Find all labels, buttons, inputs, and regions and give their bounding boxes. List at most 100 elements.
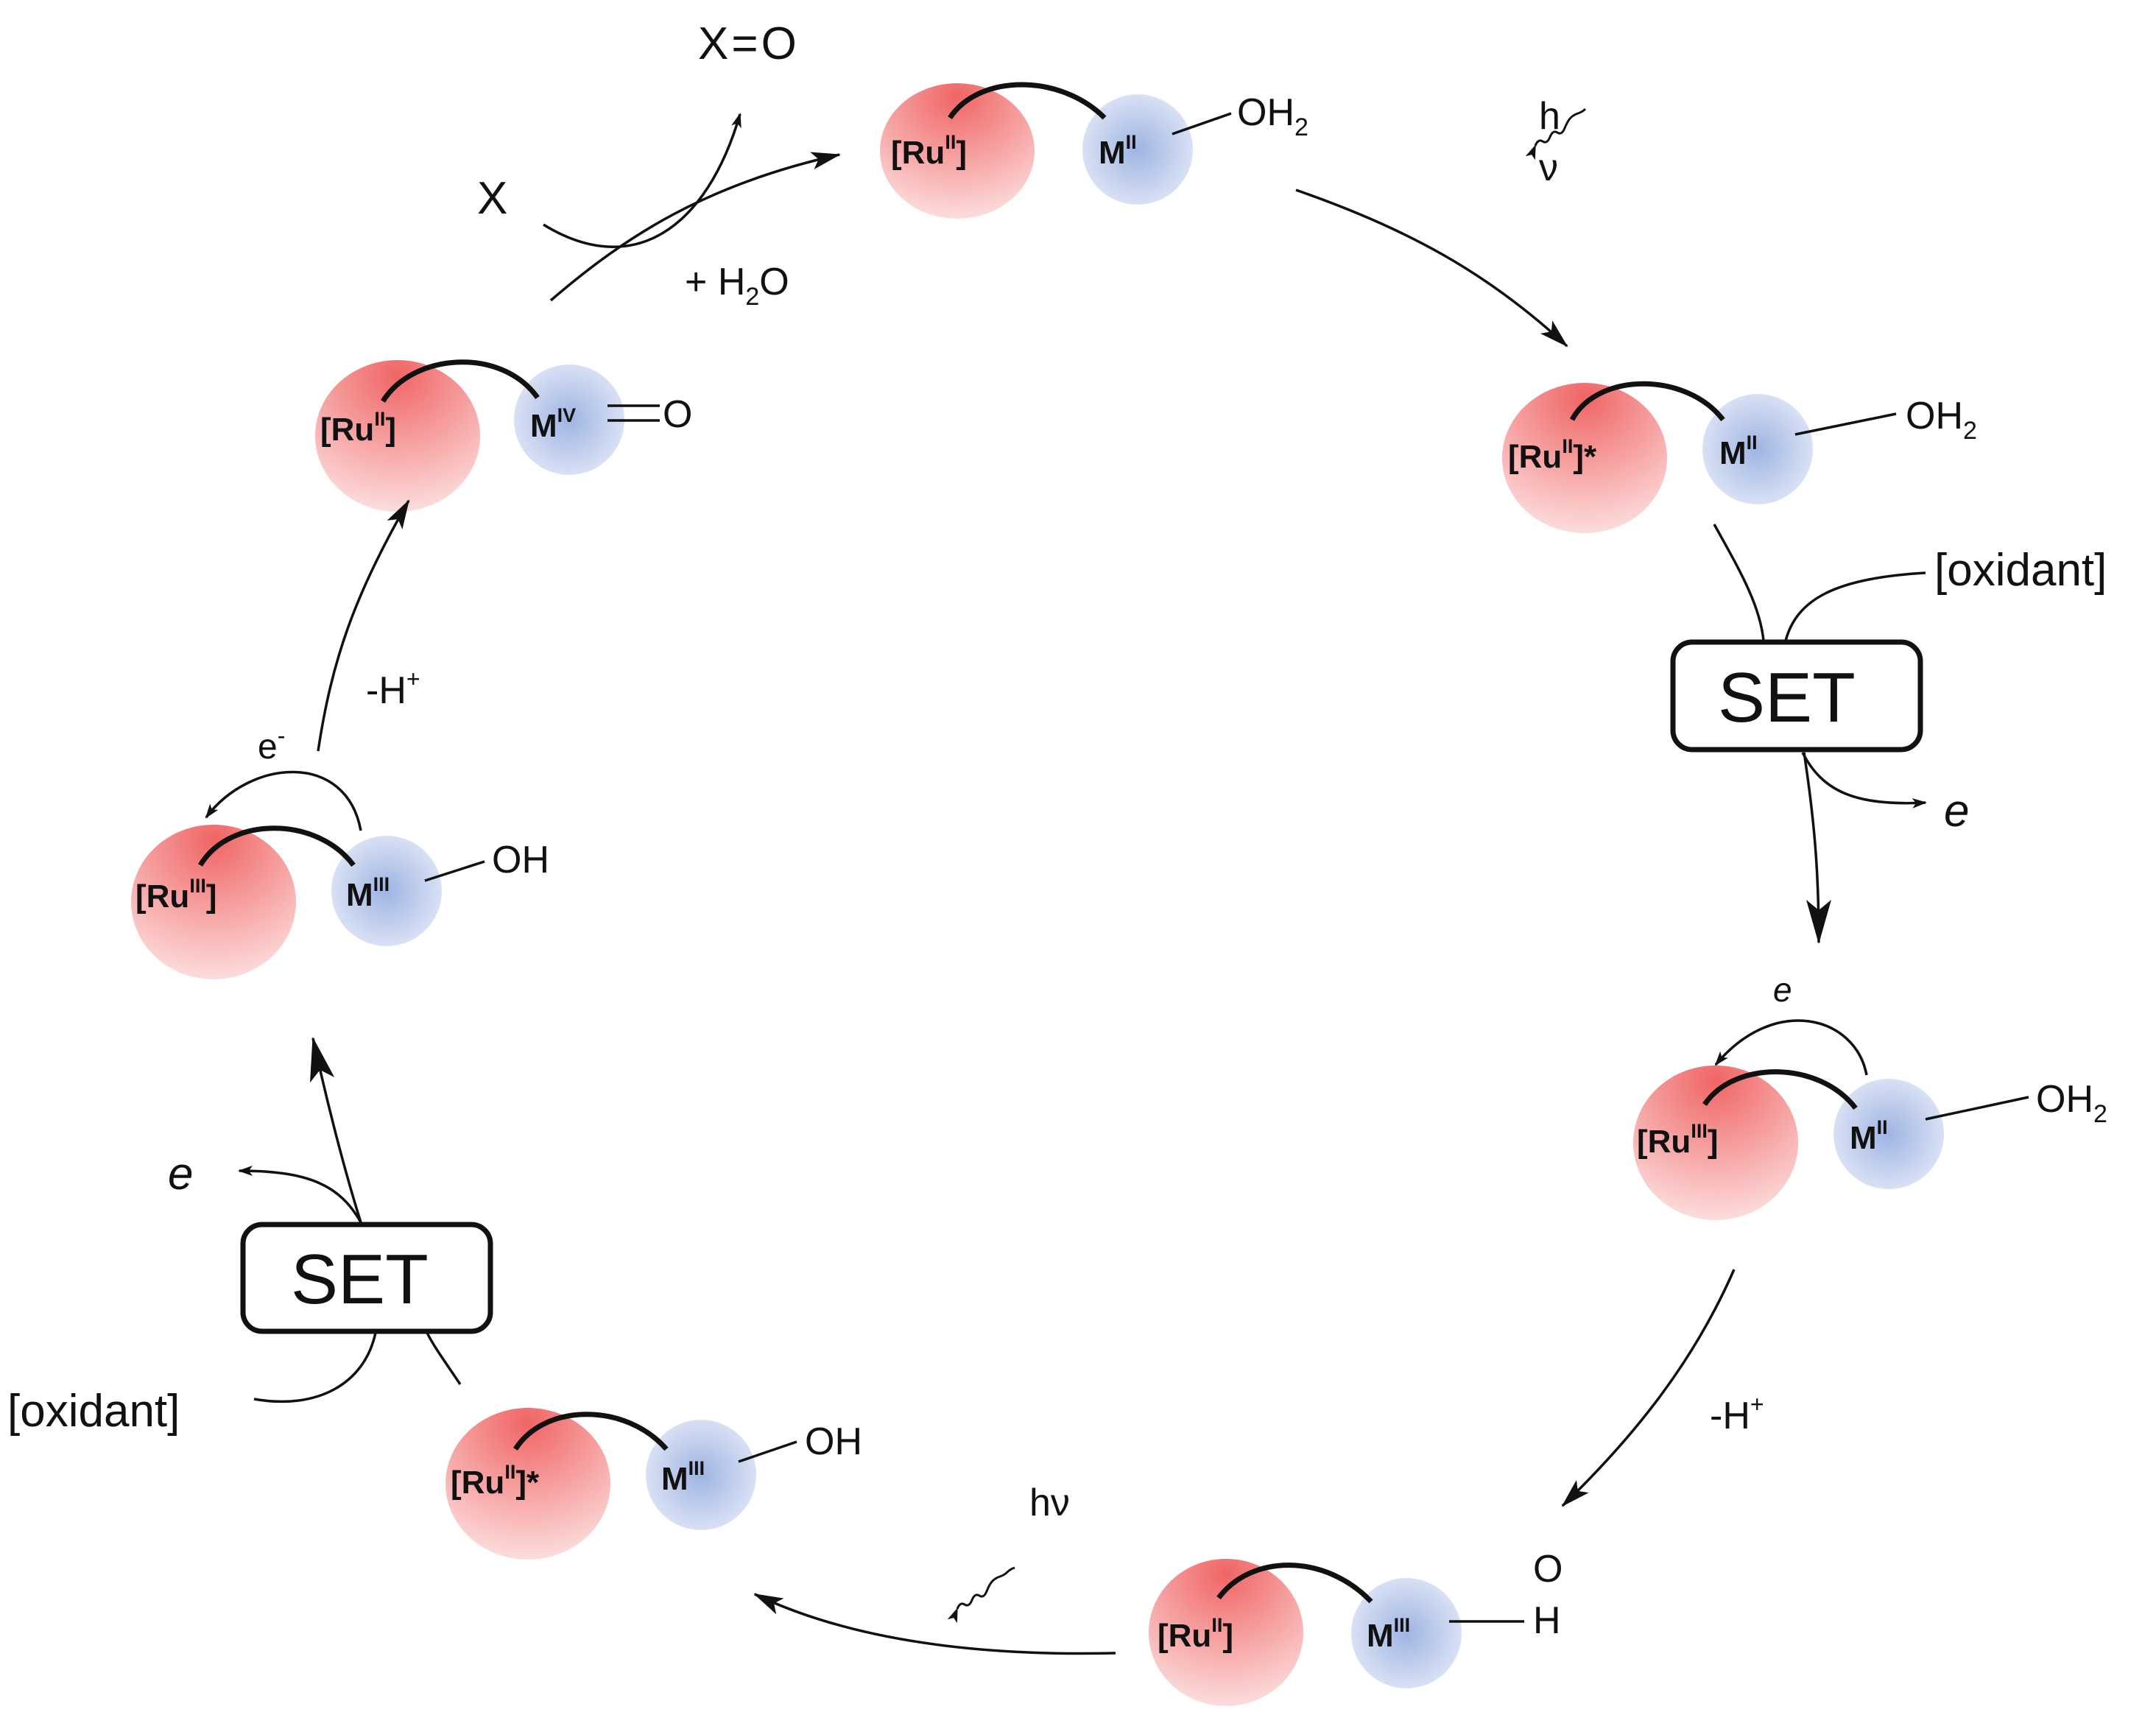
light-wavy-arrow xyxy=(947,1566,1015,1624)
ligand-label: O xyxy=(663,393,692,436)
electron-label: e xyxy=(168,1149,193,1200)
complex-ru2-excited-m3-hydroxo: [RuII]* MIII OH xyxy=(445,1408,862,1560)
ru-sphere xyxy=(315,360,480,512)
oxidant-curve xyxy=(1784,571,1926,641)
metal-sphere xyxy=(1351,1578,1462,1688)
m-label: MIII xyxy=(661,1457,705,1497)
ru-label: [RuIII] xyxy=(1637,1120,1718,1160)
ru-label: [RuII]* xyxy=(1508,435,1597,475)
complex-ru3-m2-aqua: [RuIII] MII OH2 xyxy=(1633,1065,2107,1220)
deprot-label: -H+ xyxy=(366,666,420,712)
m-label: MII xyxy=(1099,131,1137,171)
ligand-bridge xyxy=(1702,1069,1858,1110)
ligand-bridge xyxy=(1216,1563,1373,1604)
ru-sphere xyxy=(1633,1065,1798,1220)
complex-ru2-m2-aqua: [RuII] MII OH2 xyxy=(880,82,1308,219)
hv-nu-label: ν xyxy=(1539,147,1558,189)
metal-sphere xyxy=(1082,94,1193,205)
ligand-label: OH2 xyxy=(1906,395,1977,445)
step-water-addition: X X=O + H2O xyxy=(477,18,841,311)
et-label: e- xyxy=(258,722,285,767)
in-curve xyxy=(426,1332,462,1385)
m-label: MII xyxy=(1850,1116,1888,1156)
main-arrow xyxy=(317,499,410,752)
ligand-label: OH2 xyxy=(2036,1078,2107,1128)
ru-label: [RuII] xyxy=(320,408,396,448)
et-arrow xyxy=(205,770,362,831)
ligand-bond xyxy=(1794,412,1897,436)
main-arrow xyxy=(309,1037,362,1223)
step-electron-transfer-right: e xyxy=(1714,971,1868,1076)
set-box xyxy=(1670,639,1923,753)
step-photoexcitation-1: h ν xyxy=(1295,95,1587,348)
step-set-left: [oxidant] SET e xyxy=(7,1037,493,1437)
ligand-bridge xyxy=(1569,381,1725,422)
ru-sphere xyxy=(1149,1559,1303,1706)
substrate-label: X xyxy=(477,173,507,224)
step-deprotonation-right: -H+ xyxy=(1561,1269,1764,1507)
step-photoexcitation-2: hν xyxy=(753,1482,1116,1655)
metal-sphere xyxy=(1833,1079,1944,1189)
ligand-label: OH2 xyxy=(1237,91,1308,141)
substrate-arrow xyxy=(543,113,741,248)
ligand-label: OH xyxy=(805,1420,862,1463)
set-label: SET xyxy=(291,1240,429,1319)
ligand-bridge xyxy=(513,1412,669,1451)
main-arrow xyxy=(1295,189,1568,348)
step-electron-transfer-left: e- xyxy=(205,722,362,831)
hv-h-label: h xyxy=(1539,95,1560,138)
complex-ru2-m3-hydroxo-bottom: [RuII] MIII O H xyxy=(1149,1548,1563,1706)
deprot-label: -H+ xyxy=(1710,1391,1764,1437)
metal-sphere xyxy=(1702,394,1813,504)
hv-label: hν xyxy=(1029,1482,1070,1524)
ru-label: [RuII]* xyxy=(451,1461,540,1501)
m-label: MII xyxy=(1719,431,1758,471)
ligand-bridge xyxy=(197,825,356,867)
ligand-o-label: O xyxy=(1533,1548,1563,1591)
electron-label: e xyxy=(1944,786,1969,836)
oxidant-label: [oxidant] xyxy=(1934,545,2107,596)
ru-sphere xyxy=(880,83,1035,219)
complex-ru2-excited-m2-aqua: [RuII]* MII OH2 xyxy=(1502,381,1977,533)
ru-sphere xyxy=(131,825,296,979)
main-arrow xyxy=(549,152,841,302)
oxidant-curve xyxy=(253,1332,377,1403)
set-box xyxy=(240,1222,493,1334)
product-label: X=O xyxy=(698,18,797,69)
step-set-right: [oxidant] SET e xyxy=(1670,524,2107,944)
ligand-bridge xyxy=(381,359,540,403)
ru-label: [RuII] xyxy=(891,131,967,171)
ligand-bond xyxy=(1925,1096,2029,1121)
step-deprotonation-left: -H+ xyxy=(317,499,420,752)
light-wavy-arrow xyxy=(1525,108,1587,161)
ru-sphere xyxy=(445,1408,610,1560)
complex-ru2-m4-oxo: [RuII] MIV O xyxy=(315,359,692,512)
m-label: MIV xyxy=(530,404,576,444)
ru-label: [RuIII] xyxy=(135,875,216,915)
in-curve xyxy=(1713,524,1765,641)
metal-sphere xyxy=(514,364,624,475)
electron-arrow xyxy=(1801,752,1927,809)
main-arrow xyxy=(1561,1269,1736,1507)
ligand-bond xyxy=(424,860,485,882)
complex-ru3-m3-hydroxo: [RuIII] MIII OH xyxy=(131,825,549,979)
set-label: SET xyxy=(1718,658,1856,737)
ligand-label: OH xyxy=(492,839,549,881)
ru-sphere xyxy=(1502,383,1667,533)
ligand-bond xyxy=(738,1440,797,1463)
et-arrow xyxy=(1714,1019,1868,1076)
m-label: MIII xyxy=(1367,1614,1410,1654)
oxidant-label: [oxidant] xyxy=(7,1386,180,1437)
et-label: e xyxy=(1773,971,1792,1009)
ligand-bond xyxy=(1172,112,1232,135)
main-arrow xyxy=(1803,752,1831,944)
m-label: MIII xyxy=(346,873,390,913)
water-label: + H2O xyxy=(685,261,789,311)
main-arrow xyxy=(753,1593,1116,1655)
metal-sphere xyxy=(646,1420,756,1530)
metal-sphere xyxy=(331,836,442,946)
ligand-bridge xyxy=(948,82,1107,120)
ru-label: [RuII] xyxy=(1158,1614,1233,1654)
electron-arrow xyxy=(238,1166,362,1223)
